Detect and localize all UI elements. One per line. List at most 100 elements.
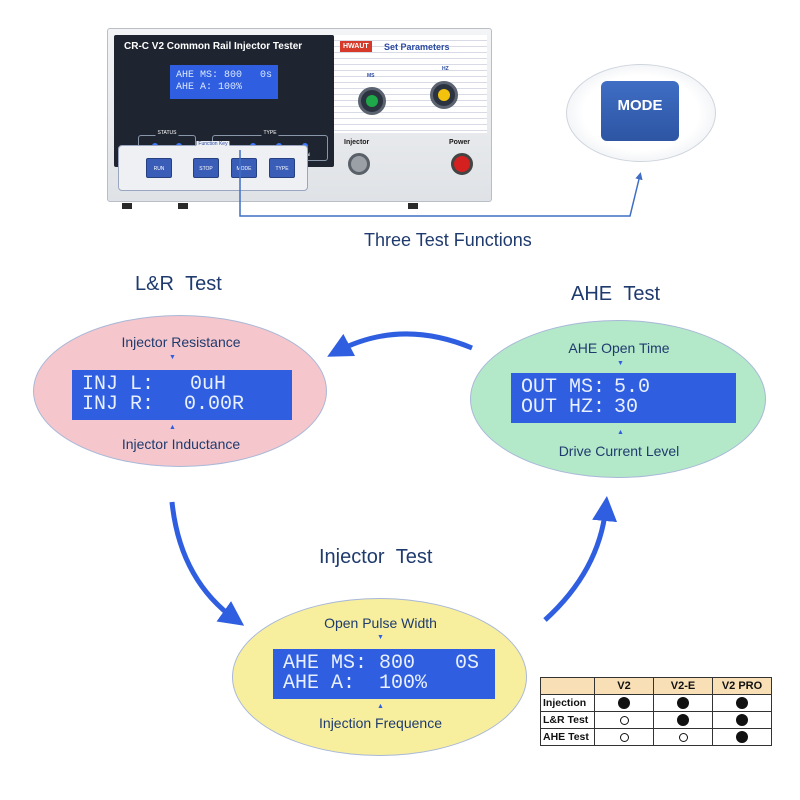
ahe-lcd-row1-right: 5.0	[613, 376, 650, 399]
table-row: L&R Test	[540, 711, 772, 729]
ahe-test-title: AHE Test	[571, 283, 660, 305]
row-label: Injection	[540, 694, 595, 712]
table-corner-cell	[540, 677, 595, 695]
mode-zoom-callout: MODE	[566, 64, 716, 162]
filled-dot-icon	[736, 714, 748, 727]
set-parameters-panel: HWAUT Set Parameters MS HZ	[334, 35, 487, 133]
injector-bottom-caption: Injection Frequence	[319, 715, 442, 731]
feature-cell	[594, 728, 654, 746]
mode-zoom-button[interactable]: MODE	[601, 81, 679, 141]
injector-lcd-row1-right: 0S	[454, 652, 479, 675]
filled-dot-icon	[736, 731, 748, 744]
column-header: V2-E	[653, 677, 713, 695]
up-pointer-icon: ▲	[377, 703, 384, 710]
ahe-test-bubble: AHE Open Time ▼ OUT MS: 5.0 OUT HZ: 30 ▲ D…	[470, 320, 766, 478]
ahe-lcd-row2-right: 30	[613, 396, 638, 419]
injector-test-bubble: Open Pulse Width ▼ AHE MS: 800 0S AHE A: …	[232, 598, 527, 756]
hollow-dot-icon	[619, 715, 629, 725]
down-pointer-icon: ▼	[377, 634, 384, 641]
device-foot	[122, 203, 132, 209]
feature-cell	[712, 694, 772, 712]
device-lcd-row1-right: 0s	[259, 70, 272, 81]
feature-cell	[594, 694, 654, 712]
brand-logo: HWAUT	[340, 41, 372, 52]
injector-test-title: Injector Test	[319, 546, 433, 568]
device-foot	[408, 203, 418, 209]
device-title: CR-C V2 Common Rail Injector Tester	[124, 41, 303, 52]
ahe-lcd: OUT MS: 5.0 OUT HZ: 30	[511, 373, 736, 423]
lr-lcd-row1-right: 0uH	[189, 373, 226, 396]
device-lcd-row1-left: AHE MS: 800	[176, 70, 243, 81]
run-key[interactable]: RUN	[146, 158, 172, 178]
ms-knob-label: MS	[367, 73, 375, 79]
injector-connector[interactable]	[348, 153, 370, 175]
filled-dot-icon	[677, 697, 689, 710]
feature-cell	[653, 711, 713, 729]
hz-knob-cap	[438, 89, 450, 101]
lr-lcd-row2-right: 0.00R	[183, 393, 244, 416]
feature-cell	[594, 711, 654, 729]
up-pointer-icon: ▲	[617, 429, 624, 436]
ahe-to-lr-arrow	[327, 331, 473, 357]
table-row: Injection	[540, 694, 772, 712]
type-group-label: TYPE	[261, 130, 279, 136]
column-header: V2 PRO	[712, 677, 772, 695]
function-key-group: Function Key RUN STOP MODE TYPE	[118, 141, 308, 191]
lr-bottom-caption: Injector Inductance	[121, 436, 241, 452]
up-pointer-icon: ▲	[169, 424, 176, 431]
hz-knob[interactable]	[430, 81, 458, 109]
feature-cell	[712, 728, 772, 746]
device-lcd: AHE MS: 800 0s AHE A: 100%	[170, 65, 278, 99]
row-label: AHE Test	[540, 728, 595, 746]
ms-knob-cap	[366, 95, 378, 107]
lr-lcd-row1-left: INJ L:	[82, 373, 155, 396]
lr-lcd: INJ L: 0uH INJ R: 0.00R	[72, 370, 292, 420]
row-label: L&R Test	[540, 711, 595, 729]
injector-port-label: Injector	[344, 139, 370, 146]
set-parameters-label: Set Parameters	[384, 42, 450, 52]
hz-knob-label: HZ	[442, 66, 449, 72]
function-panel: Function Key RUN STOP MODE TYPE Injector…	[114, 139, 487, 195]
tester-device: CR-C V2 Common Rail Injector Tester AHE …	[107, 28, 492, 209]
ahe-lcd-row1-left: OUT MS:	[521, 376, 606, 399]
table-header-row: V2 V2-E V2 PRO	[540, 677, 772, 695]
ms-knob[interactable]	[358, 87, 386, 115]
table-row: AHE Test	[540, 728, 772, 746]
down-pointer-icon: ▼	[169, 354, 176, 361]
lr-test-title: L&R Test	[135, 273, 222, 295]
mode-key[interactable]: MODE	[231, 158, 257, 178]
down-pointer-icon: ▼	[617, 360, 624, 367]
type-key[interactable]: TYPE	[269, 158, 295, 178]
injector-lcd-row2-left: AHE A: 100%	[283, 672, 428, 695]
model-comparison-table: V2 V2-E V2 PRO Injection L&R Test AHE Te…	[540, 677, 772, 746]
hollow-dot-icon	[619, 732, 629, 742]
lr-lcd-row2-left: INJ R:	[82, 393, 155, 416]
injector-top-caption: Open Pulse Width	[324, 615, 437, 631]
lr-test-bubble: Injector Resistance ▼ INJ L:0uH INJ R:0.…	[33, 315, 327, 467]
power-button[interactable]	[451, 153, 473, 175]
feature-cell	[653, 694, 713, 712]
hollow-dot-icon	[678, 732, 688, 742]
status-group-label: STATUS	[155, 130, 179, 136]
feature-cell	[653, 728, 713, 746]
ahe-lcd-row2-left: OUT HZ:	[521, 396, 606, 419]
device-foot	[178, 203, 188, 209]
three-test-functions-callout: Three Test Functions	[364, 230, 532, 250]
callout-line	[239, 150, 643, 217]
power-label: Power	[449, 139, 471, 146]
filled-dot-icon	[677, 714, 689, 727]
ahe-bottom-caption: Drive Current Level	[558, 443, 680, 459]
device-lcd-row2-left: AHE A: 100%	[176, 82, 243, 93]
filled-dot-icon	[618, 697, 630, 710]
filled-dot-icon	[736, 697, 748, 710]
injector-lcd-row1-left: AHE MS: 800	[283, 652, 416, 675]
injector-lcd: AHE MS: 800 0S AHE A: 100%	[273, 649, 495, 699]
injector-to-ahe-arrow	[543, 496, 618, 622]
ahe-top-caption: AHE Open Time	[568, 340, 670, 356]
lr-to-injector-arrow	[169, 501, 245, 626]
function-key-label: Function Key	[196, 141, 230, 147]
stop-key[interactable]: STOP	[193, 158, 219, 178]
feature-cell	[712, 711, 772, 729]
column-header: V2	[594, 677, 654, 695]
